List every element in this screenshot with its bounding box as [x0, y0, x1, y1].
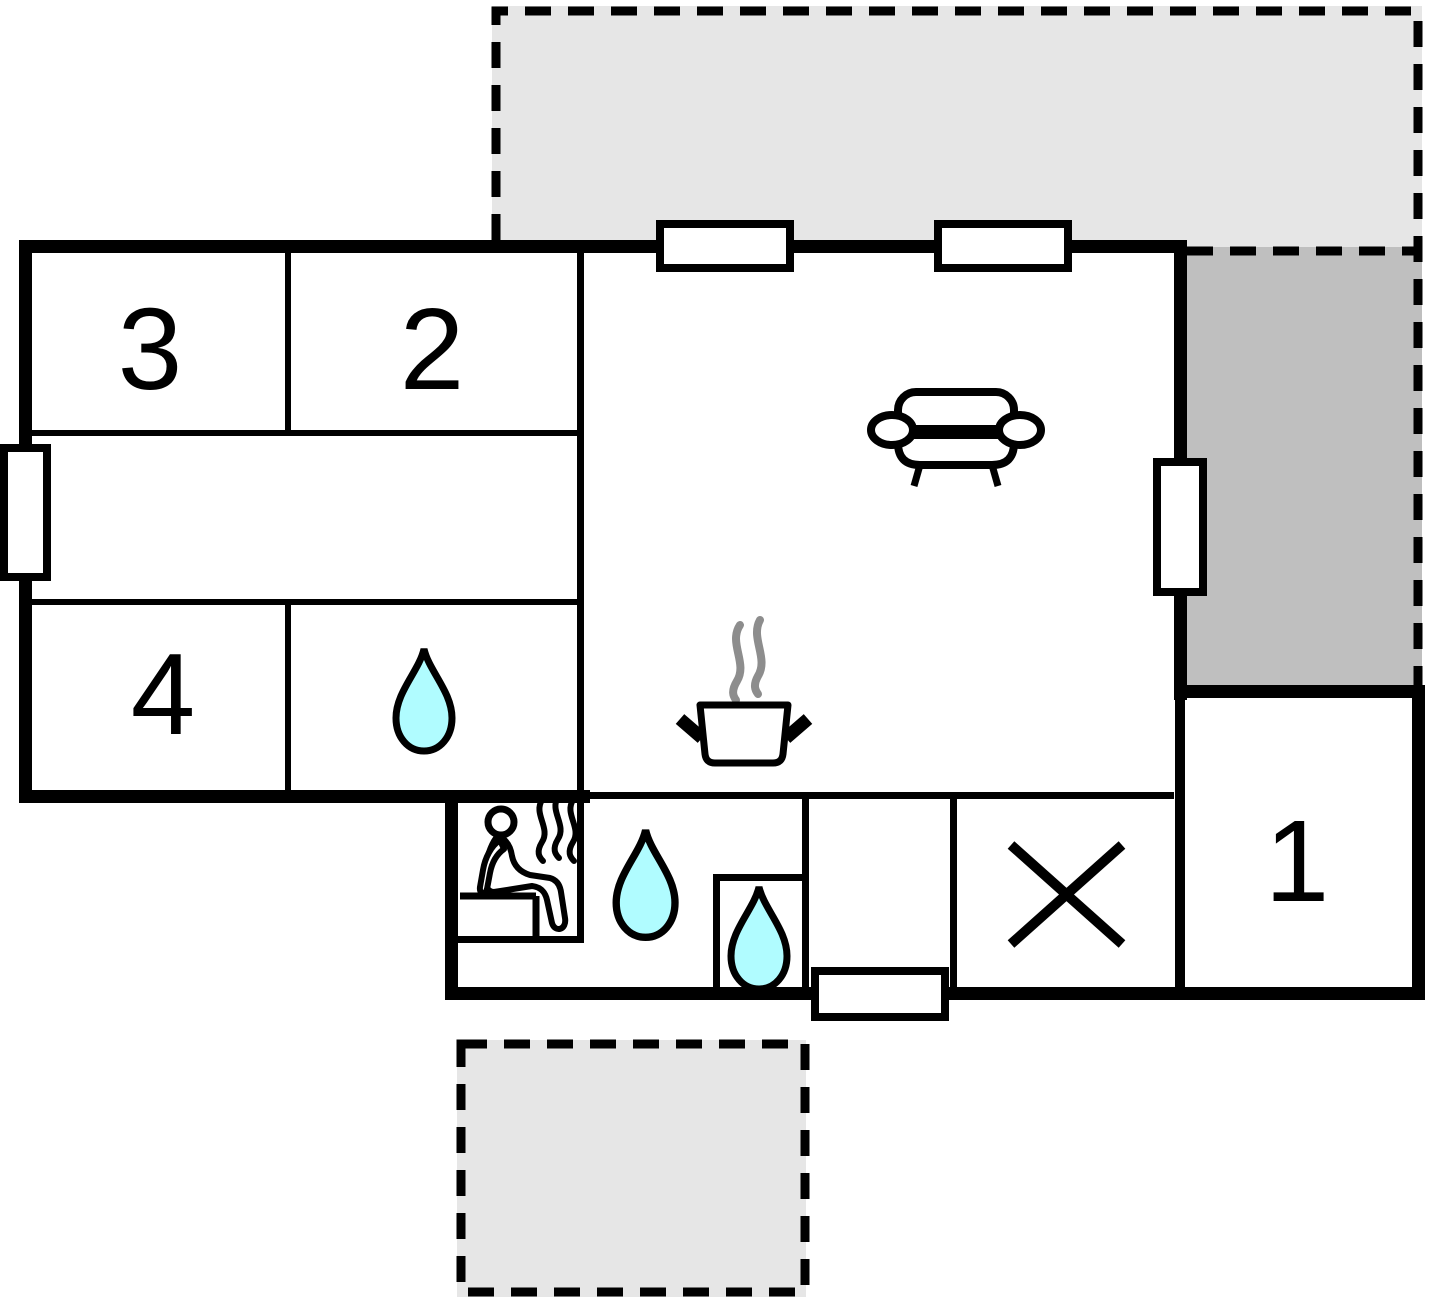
wall-hallway-bottom [32, 599, 577, 605]
window-top-right [934, 220, 1072, 272]
wall-sauna-right [577, 790, 584, 943]
room-label-2: 2 [400, 284, 465, 414]
terraces [456, 6, 1423, 1297]
wall-room1-left [1175, 698, 1185, 988]
person-arm [476, 837, 507, 897]
main-block-floor [19, 240, 1187, 803]
terrace-bottom-dashed-border [456, 1039, 810, 1297]
cooking-pot-icon [675, 616, 813, 767]
person-head [484, 805, 518, 839]
sauna-icon [460, 794, 579, 940]
heat-waves-icon [535, 794, 579, 864]
wall-livingroom-left [577, 253, 584, 790]
room-label-3: 3 [118, 284, 183, 414]
terrace-top-area [492, 6, 1422, 247]
wall-top [19, 240, 1187, 253]
steam-icon [729, 616, 766, 704]
cross-icon [1007, 841, 1126, 948]
wall-lowerblock-left [445, 790, 458, 1000]
terrace-right-area [1187, 247, 1422, 691]
wall-wc-left [713, 874, 720, 987]
room-labels: 3 2 4 1 [118, 284, 1330, 926]
sofa-icon [867, 388, 1045, 487]
wall-leftblock-bottom [19, 790, 590, 803]
house-floor [19, 240, 1425, 1000]
terrace-bottom-area [457, 1040, 806, 1297]
room-label-4: 4 [131, 629, 196, 759]
openings [0, 220, 1207, 1021]
wall-room1-top [1174, 685, 1425, 698]
wall-wc-top [713, 874, 806, 881]
wall-strip-top [577, 792, 1174, 799]
door-bottom [811, 967, 949, 1021]
wall-divider-4-bath [285, 605, 291, 790]
room-label-1: 1 [1265, 796, 1330, 926]
wall-divider-3-2 [285, 253, 291, 430]
terrace-top-dashed-border [491, 6, 1423, 691]
wall-sauna-bottom [458, 936, 584, 943]
wall-hall-left [802, 799, 809, 987]
window-right [1153, 458, 1207, 596]
wall-utility-left [950, 799, 957, 987]
terrace-dashed-borders [456, 6, 1423, 1297]
wall-room1-right [1412, 685, 1425, 1000]
room1-floor [1174, 685, 1425, 1000]
window-top-left [656, 220, 794, 272]
wall-bedrooms-bottom [32, 430, 577, 436]
window-left [0, 444, 51, 581]
